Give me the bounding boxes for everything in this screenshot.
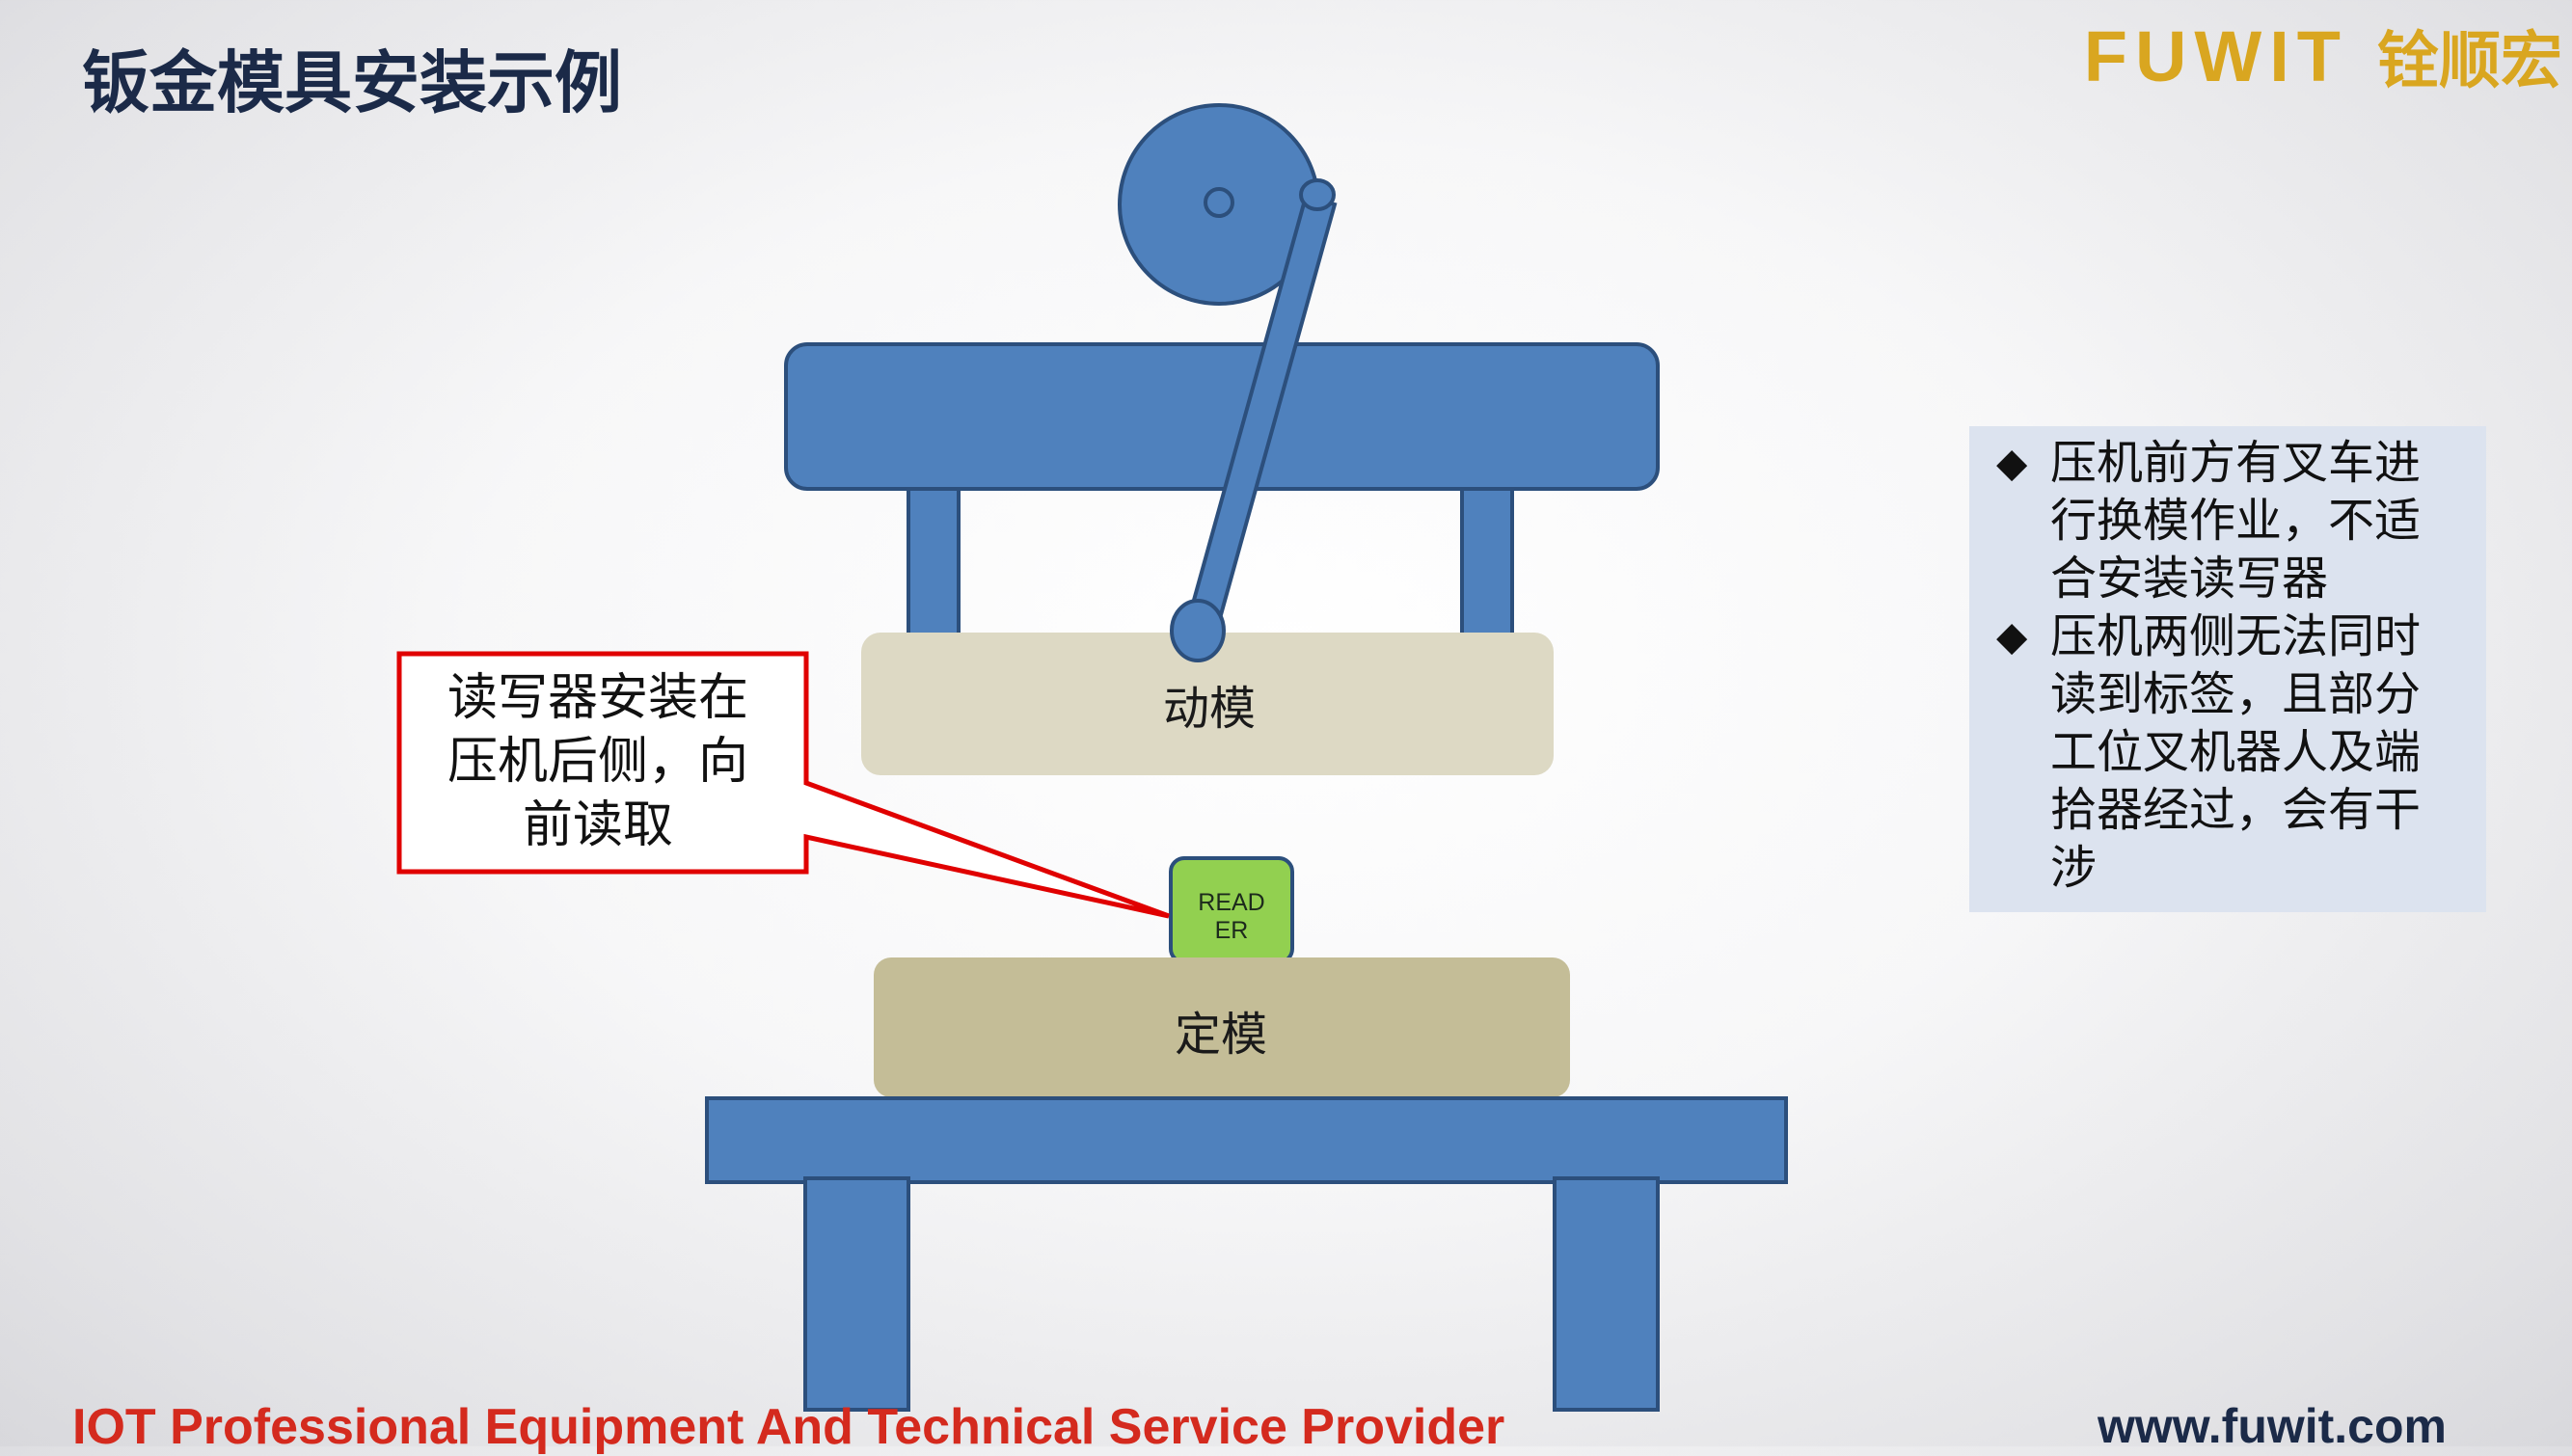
- press-bed: [705, 1096, 1788, 1184]
- diamond-bullet-icon: ◆: [1996, 439, 2028, 486]
- company-logo: FUWIT 铨顺宏: [2084, 12, 2562, 100]
- bed-left-leg: [803, 1176, 910, 1412]
- lower-die-label: 定模: [1174, 1008, 1267, 1062]
- upper-die-label: 动模: [1162, 682, 1256, 736]
- diamond-bullet-icon: ◆: [1996, 612, 2028, 660]
- bed-right-leg: [1553, 1176, 1660, 1412]
- crank-pin: [1299, 178, 1336, 211]
- lower-die: [874, 957, 1570, 1097]
- note-item: ◆ 压机两侧无法同时读到标签，且部分工位叉机器人及端拾器经过，会有干涉: [1996, 607, 2467, 897]
- upper-die: [861, 633, 1554, 775]
- note-text: 压机两侧无法同时读到标签，且部分工位叉机器人及端拾器经过，会有干涉: [2050, 609, 2422, 895]
- callout-text: 读写器安装在压机后侧，向前读取: [447, 669, 748, 854]
- page-title: 钣金模具安装示例: [82, 43, 622, 122]
- reader-label: READ ER: [1171, 889, 1292, 957]
- logo-chinese-name: 铨顺宏: [2377, 26, 2562, 97]
- crown-beam: [784, 342, 1660, 491]
- reader-label-line2: ER: [1214, 917, 1249, 944]
- reader-label-line1: READ: [1198, 889, 1265, 916]
- callout-box: [396, 651, 1170, 919]
- callout: 读写器安装在压机后侧，向前读取: [395, 651, 800, 873]
- logo-brand: FUWIT: [2083, 15, 2348, 96]
- flywheel-hub: [1204, 187, 1234, 218]
- note-item: ◆ 压机前方有叉车进行换模作业，不适合安装读写器: [1996, 434, 2467, 607]
- note-text: 压机前方有叉车进行换模作业，不适合安装读写器: [2050, 436, 2422, 606]
- notes-panel: ◆ 压机前方有叉车进行换模作业，不适合安装读写器 ◆ 压机两侧无法同时读到标签，…: [1969, 426, 2486, 912]
- rod-end: [1170, 599, 1226, 662]
- footer-website: www.fuwit.com: [2097, 1399, 2447, 1453]
- footer-tagline: IOT Professional Equipment And Technical…: [72, 1399, 1505, 1455]
